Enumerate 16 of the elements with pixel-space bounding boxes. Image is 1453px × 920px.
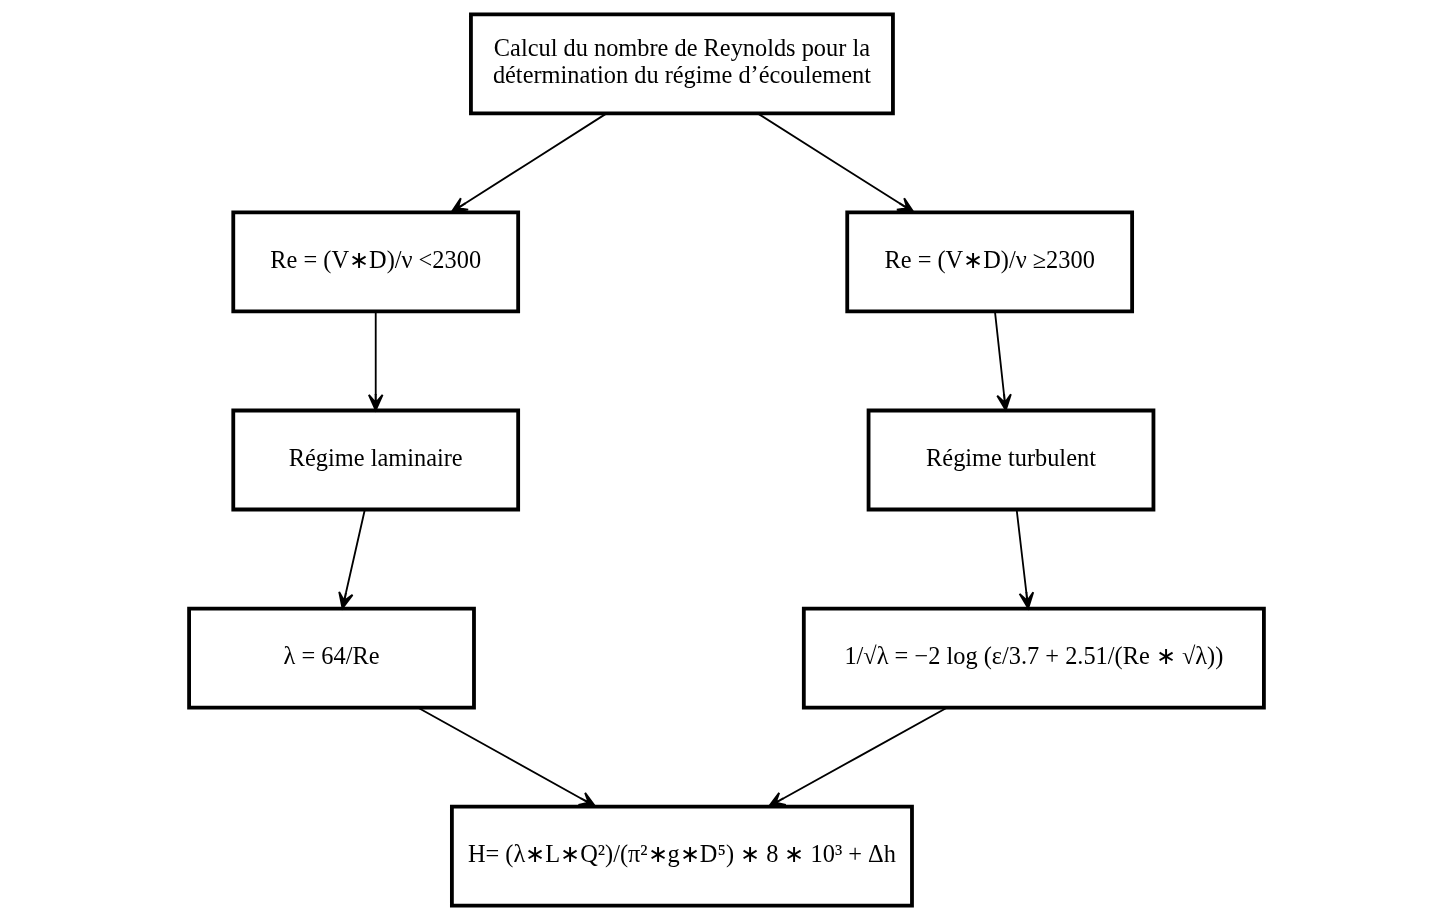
node-box: λ = 64/Re — [187, 606, 476, 710]
node-box: Régime turbulent — [866, 408, 1156, 512]
node-box: Régime laminaire — [231, 408, 521, 512]
node-box: 1/√λ = −2 log (ε/3.7 + 2.51/(Re ∗ √λ)) — [801, 606, 1266, 710]
node-box: Calcul du nombre de Reynolds pour la détermination du régime d’écoulement — [469, 12, 895, 116]
arrow — [994, 310, 1012, 412]
arrow — [1015, 508, 1035, 610]
arrow — [450, 112, 608, 213]
arrow — [768, 706, 948, 808]
arrow — [757, 112, 915, 213]
arrow — [417, 706, 596, 808]
arrow — [338, 508, 366, 610]
node-box: H= (λ∗L∗Q²)/(π²∗g∗D⁵) ∗ 8 ∗ 10³ + Δh — [450, 804, 914, 908]
node-box: Re = (V∗D)/ν <2300 — [231, 210, 521, 314]
node-box: Re = (V∗D)/ν ≥2300 — [845, 210, 1135, 314]
arrow — [367, 310, 384, 412]
